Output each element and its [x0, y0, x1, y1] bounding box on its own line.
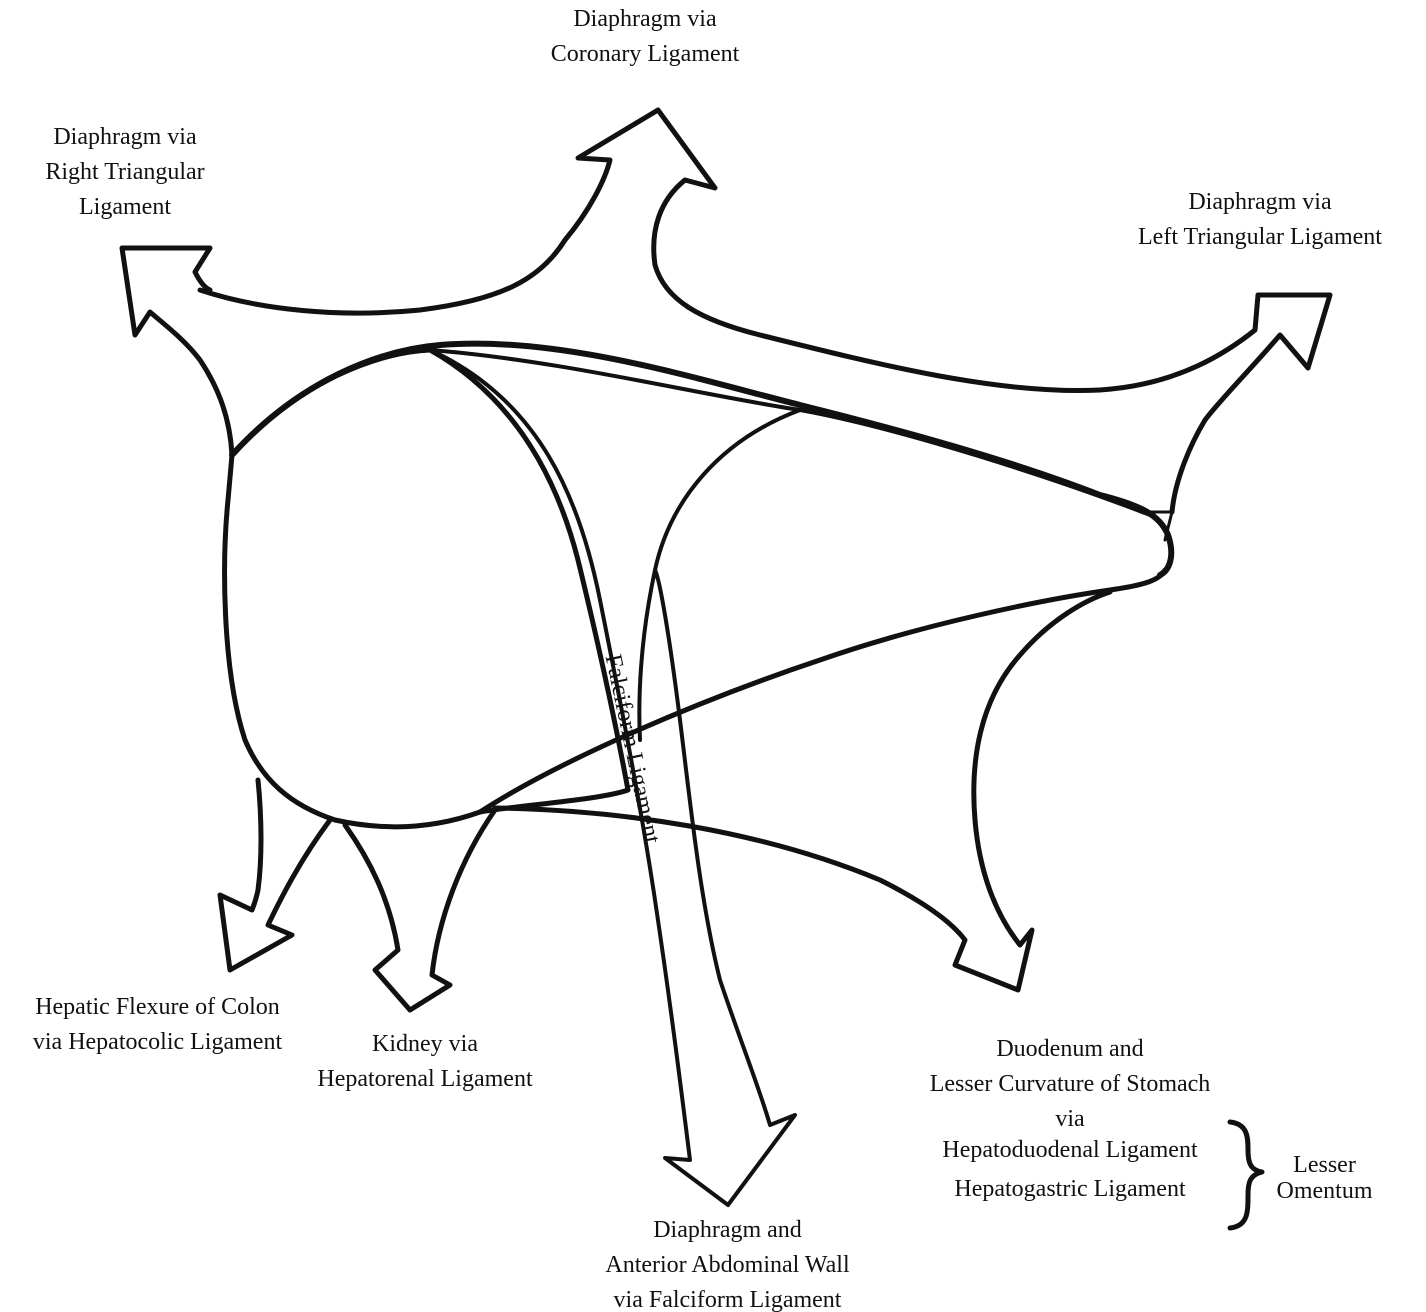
hepatocolic-ligament-arrow	[217, 777, 333, 973]
hepatocolic-ligament-label: Hepatic Flexure of Colon via Hepatocolic…	[32, 994, 283, 1055]
liver-top-edge	[229, 340, 1175, 578]
liver-left-lobe-lower-edge	[477, 567, 1168, 815]
liver-left-lobe-curve	[637, 408, 802, 742]
coronary-ligament-label: Diaphragm via Coronary Ligament	[550, 6, 740, 67]
right-triangular-ligament-label: Diaphragm via Right Triangular Ligament	[45, 124, 205, 220]
liver-right-lobe	[222, 347, 631, 830]
lesser-omentum-arrow	[492, 589, 1113, 993]
hepatorenal-ligament-arrow	[342, 807, 498, 1013]
lesser-omentum-label: Lesser Omentum	[1276, 1152, 1373, 1204]
lesser-omentum-brace	[1227, 1119, 1265, 1231]
liver-inner-top-curve	[428, 348, 1152, 517]
hepatoduodenal-ligament-label: Hepatoduodenal Ligament	[942, 1137, 1198, 1163]
left-triangular-ligament-label: Diaphragm via Left Triangular Ligament	[1138, 189, 1382, 250]
hepatogastric-ligament-label: Hepatogastric Ligament	[954, 1176, 1186, 1202]
duodenum-label: Duodenum and Lesser Curvature of Stomach…	[929, 1036, 1211, 1132]
falciform-ligament-band	[428, 348, 797, 1207]
hepatorenal-ligament-label: Kidney via Hepatorenal Ligament	[317, 1031, 533, 1092]
falciform-ligament-bottom-label: Diaphragm and Anterior Abdominal Wall vi…	[605, 1217, 850, 1312]
coronary-ligament-arrow	[197, 107, 1333, 515]
right-triangular-ligament-arrow	[119, 245, 235, 458]
